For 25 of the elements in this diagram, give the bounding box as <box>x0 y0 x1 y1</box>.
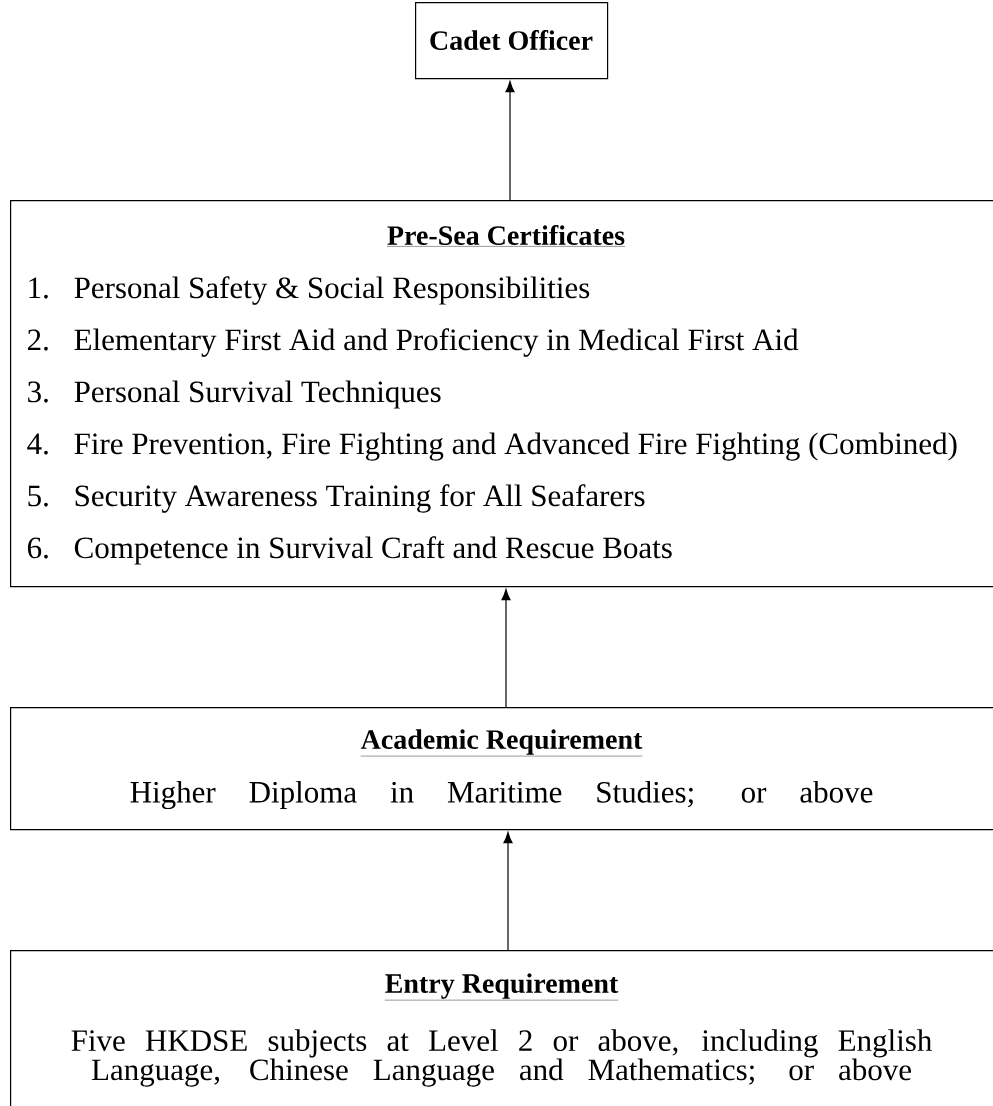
list-item: Competence in Survival Craft and Rescue Boats <box>74 536 672 565</box>
heading: Entry Requirement <box>384 973 619 1001</box>
list-item: Personal Safety & Social Responsibilities <box>74 276 590 305</box>
body-text: Five HKDSE subjects at Level 2 or above, including English Language, Chinese Language and Mathematics; or above <box>71 1029 932 1087</box>
list-item: Personal Survival Techniques <box>74 380 441 409</box>
list-number: 5. <box>28 485 48 507</box>
arrow <box>505 81 515 201</box>
requirement-box <box>10 707 993 831</box>
list-item: Elementary First Aid and Proficiency in Medical First Aid <box>74 328 799 357</box>
heading: Academic Requirement <box>360 729 643 757</box>
arrow <box>503 832 513 951</box>
certificate-box <box>10 200 993 588</box>
list-number: 4. <box>27 433 48 455</box>
list-number: 2. <box>27 329 48 351</box>
title-text: Cadet Officer <box>430 30 593 50</box>
list-number: 6. <box>27 537 48 559</box>
title-box <box>415 2 609 80</box>
heading: Pre-Sea Certificates <box>386 225 626 247</box>
list-number: 1. <box>29 277 48 299</box>
requirement-box <box>10 950 993 1106</box>
arrow <box>501 589 511 708</box>
list-number: 3. <box>28 381 48 403</box>
list-item: Fire Prevention, Fire Fighting and Advanced Fire Fighting (Combined) <box>74 432 957 461</box>
body-text: Higher Diploma in Maritime Studies; or above <box>130 780 873 810</box>
list-item: Security Awareness Training for All Seafarers <box>75 484 645 513</box>
